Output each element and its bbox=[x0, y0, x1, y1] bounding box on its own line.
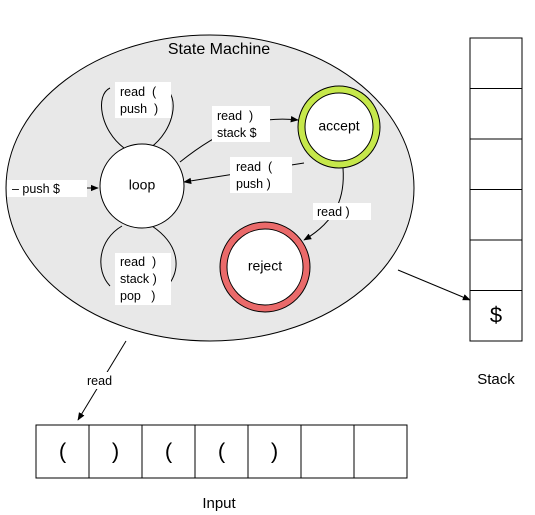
accept-to-loop-label: read ( push ) bbox=[0, 0, 290, 191]
stack: $ Stack bbox=[469, 37, 523, 388]
svg-text:): ) bbox=[112, 438, 119, 463]
svg-text:accept: accept bbox=[318, 118, 359, 134]
input-cell: ( bbox=[141, 424, 196, 479]
input-tape: () ( () Input bbox=[35, 424, 408, 512]
machine-title: State Machine bbox=[168, 41, 270, 58]
input-read-label: read bbox=[87, 374, 112, 388]
initial-transition-label: – push $ bbox=[12, 182, 60, 196]
svg-text:(: ( bbox=[218, 438, 226, 463]
accept-to-reject-label: read ) bbox=[317, 205, 350, 219]
svg-text:(: ( bbox=[59, 438, 67, 463]
input-cell: ) bbox=[88, 424, 143, 479]
stack-cell bbox=[469, 189, 523, 241]
loop-push-label: read ( push ) bbox=[0, 0, 174, 116]
transition-label-backgrounds bbox=[7, 82, 371, 389]
svg-text:(: ( bbox=[165, 438, 173, 463]
svg-text:loop: loop bbox=[129, 177, 156, 193]
stack-cell: $ bbox=[469, 290, 523, 342]
svg-text:reject: reject bbox=[248, 258, 282, 274]
input-cell: ( bbox=[35, 424, 90, 479]
machine-to-stack-arrow bbox=[397, 269, 471, 301]
svg-text:$: $ bbox=[490, 303, 502, 328]
loop-pop-label: read ) stack ) pop ) bbox=[0, 0, 174, 303]
input-cell bbox=[300, 424, 355, 479]
input-label: Input bbox=[202, 495, 236, 512]
svg-text:): ) bbox=[271, 438, 278, 463]
state-loop: loop bbox=[99, 143, 185, 229]
stack-cell bbox=[469, 37, 523, 89]
stack-cell bbox=[469, 239, 523, 291]
stack-label: Stack bbox=[477, 371, 515, 388]
state-reject: reject bbox=[219, 221, 311, 313]
loop-to-accept-label: read ) stack $ bbox=[0, 0, 271, 140]
stack-cell bbox=[469, 88, 523, 140]
input-cell bbox=[353, 424, 408, 479]
input-cell: ( bbox=[194, 424, 249, 479]
stack-cell bbox=[469, 138, 523, 190]
state-accept: accept bbox=[297, 85, 381, 169]
input-cell: ) bbox=[247, 424, 302, 479]
